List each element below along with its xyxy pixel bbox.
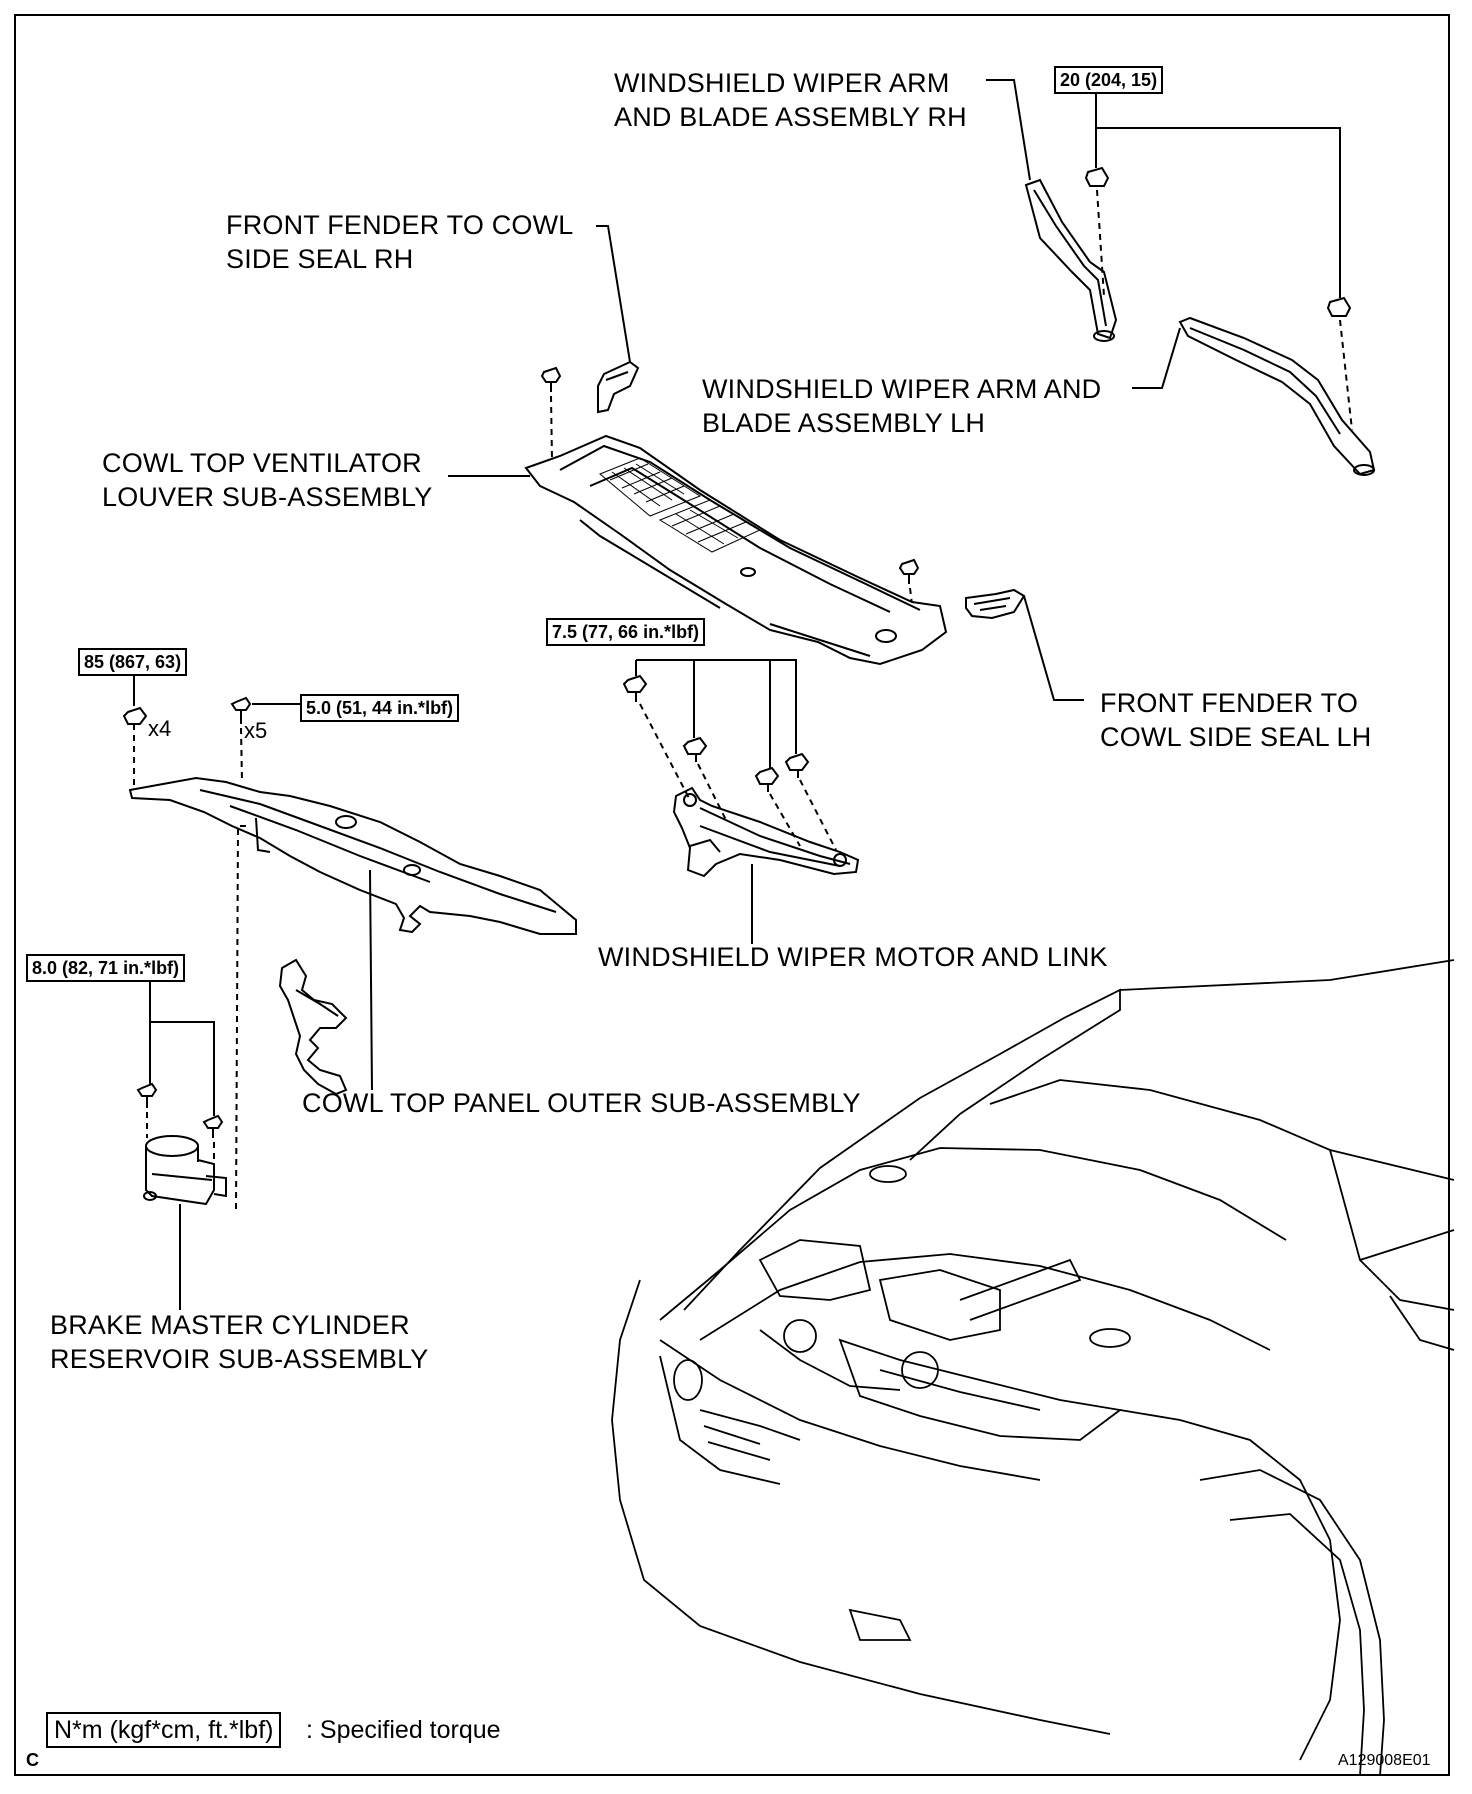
cowl-panel-outer-part: [130, 778, 576, 934]
label-brake-reservoir-line1: BRAKE MASTER CYLINDER: [50, 1308, 410, 1342]
legend-torque-units: N*m (kgf*cm, ft.*lbf): [46, 1712, 281, 1748]
corner-letter: C: [26, 1750, 39, 1771]
label-wiper-arm-lh-line1: WINDSHIELD WIPER ARM AND: [702, 372, 1101, 406]
label-wiper-arm-rh-line1: WINDSHIELD WIPER ARM: [614, 66, 950, 100]
label-brake-reservoir-line2: RESERVOIR SUB-ASSEMBLY: [50, 1342, 429, 1376]
leader-wiper-arm-lh: [1132, 328, 1180, 388]
vehicle-front-illustration: [612, 960, 1454, 1776]
leader-torque-wiper-arm: [1096, 80, 1340, 298]
label-cowl-louver-line1: COWL TOP VENTILATOR: [102, 446, 422, 480]
torque-reservoir: 8.0 (82, 71 in.*lbf): [26, 954, 185, 982]
leader-wiper-arm-rh: [986, 80, 1030, 180]
label-wiper-arm-lh-line2: BLADE ASSEMBLY LH: [702, 406, 985, 440]
leader-torque-wiper-motor-bar: [636, 660, 796, 754]
legend-torque-text: : Specified torque: [306, 1714, 501, 1746]
nut-quantity: x4: [148, 716, 171, 742]
label-wiper-motor: WINDSHIELD WIPER MOTOR AND LINK: [598, 940, 1108, 974]
wiper-motor-part: [674, 788, 858, 876]
leader-cowl-panel-outer: [370, 870, 372, 1090]
figure-id: A129008E01: [1338, 1752, 1431, 1770]
torque-cowl-bolt: 5.0 (51, 44 in.*lbf): [300, 694, 459, 722]
torque-cowl-nut: 85 (867, 63): [78, 648, 187, 676]
leader-fender-seal-rh: [596, 226, 630, 362]
label-fender-seal-rh-line1: FRONT FENDER TO COWL: [226, 208, 574, 242]
reservoir-bolt: [138, 1084, 222, 1172]
torque-wiper-arm: 20 (204, 15): [1054, 66, 1163, 94]
leader-fender-seal-lh: [1024, 596, 1084, 700]
cowl-panel-fastener: [124, 698, 250, 790]
label-fender-seal-rh-line2: SIDE SEAL RH: [226, 242, 413, 276]
fender-seal-lh-part: [966, 590, 1024, 618]
label-fender-seal-lh-line1: FRONT FENDER TO: [1100, 686, 1358, 720]
wire-harness-part: [280, 960, 346, 1094]
label-wiper-arm-rh-line2: AND BLADE ASSEMBLY RH: [614, 100, 967, 134]
label-cowl-panel-outer: COWL TOP PANEL OUTER SUB-ASSEMBLY: [302, 1086, 861, 1120]
bolt-quantity: x5: [244, 718, 267, 744]
wiper-arm-lh-part: [1180, 318, 1374, 475]
label-cowl-louver-line2: LOUVER SUB-ASSEMBLY: [102, 480, 432, 514]
label-fender-seal-lh-line2: COWL SIDE SEAL LH: [1100, 720, 1371, 754]
fender-seal-rh-part: [598, 362, 638, 412]
torque-wiper-motor: 7.5 (77, 66 in.*lbf): [546, 618, 705, 646]
